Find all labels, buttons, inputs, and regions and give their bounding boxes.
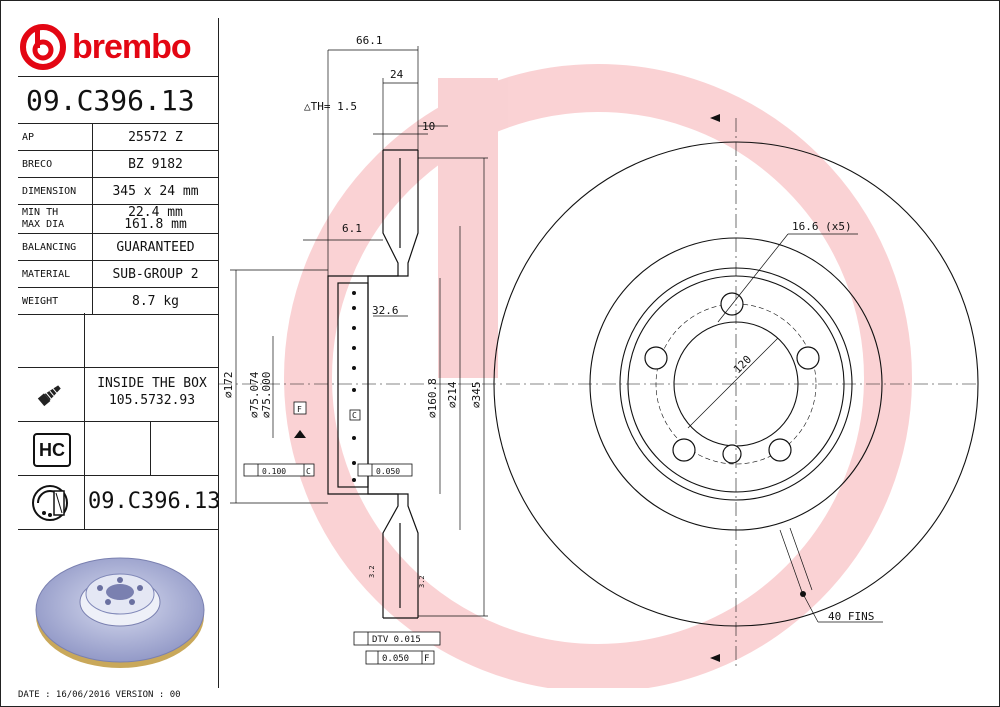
dim-d214: ⌀214 xyxy=(446,381,459,408)
spec-key: BALANCING xyxy=(18,233,93,261)
hc-row: HC xyxy=(18,421,218,476)
dim-d172: ⌀172 xyxy=(222,372,235,399)
spec-key-max-dia: MAX DIA xyxy=(22,219,65,230)
dim-ten: 10 xyxy=(422,120,435,133)
flatness-value-2: 0.050 xyxy=(376,467,400,476)
part-number-secondary: 09.C396.13 xyxy=(88,489,221,514)
dim-pcd: 120 xyxy=(731,353,754,376)
section-bolt-marks xyxy=(352,291,356,482)
datum-f-label: F xyxy=(297,405,302,414)
disc-render-image xyxy=(35,557,205,668)
spec-key: BRECO xyxy=(18,150,93,178)
flatness-ref-1: C xyxy=(306,467,311,476)
inside-box-part: 105.5732.93 xyxy=(108,393,196,408)
info-panel xyxy=(18,18,219,688)
spec-key: AP xyxy=(18,124,93,151)
dim-d75b: ⌀75.000 xyxy=(260,372,273,418)
spec-value: 345 x 24 mm xyxy=(92,177,218,205)
fin-detail xyxy=(779,527,883,623)
spec-value: 8.7 kg xyxy=(92,287,218,315)
spec-value-max-dia: 161.8 mm xyxy=(124,217,187,232)
dim-six: 6.1 xyxy=(342,222,362,235)
bolt-holes xyxy=(644,292,820,464)
top-dimensions xyxy=(303,46,448,317)
bottom-frames xyxy=(353,631,441,665)
roughness-mark-left: 3.2 xyxy=(368,565,376,578)
disc-section-icon xyxy=(32,485,68,521)
screw-icon xyxy=(37,385,61,407)
flatness-frames xyxy=(243,463,413,477)
inside-box-row: INSIDE THE BOX 105.5732.93 xyxy=(18,367,218,422)
arrow-top xyxy=(710,114,720,122)
datum-c-label: C xyxy=(352,411,357,420)
inside-box-text: INSIDE THE BOX 105.5732.93 xyxy=(88,375,216,409)
spec-key: MATERIAL xyxy=(18,260,93,288)
datum-f-triangle xyxy=(294,430,306,438)
spec-value-min-th: 22.4 mm xyxy=(128,205,183,220)
spec-value: BZ 9182 xyxy=(92,150,218,178)
spec-key: WEIGHT xyxy=(18,287,93,315)
dim-hat-depth: 32.6 xyxy=(372,304,399,317)
brand-logo: brembo xyxy=(18,22,218,72)
section-view xyxy=(327,149,419,619)
spec-value: GUARANTEED xyxy=(92,233,218,261)
dim-overall-width: 66.1 xyxy=(356,34,383,47)
dim-d345: ⌀345 xyxy=(470,382,483,409)
diameter-dimensions xyxy=(230,157,488,617)
holes-leader xyxy=(717,233,789,323)
dim-th-tolerance: △TH= 1.5 xyxy=(304,100,357,113)
brembo-logo-icon xyxy=(20,24,66,70)
dtv-value: DTV 0.015 xyxy=(372,635,421,645)
dim-d75: ⌀75.074 xyxy=(248,371,261,418)
runout-ref: F xyxy=(424,654,429,664)
dim-holes: 16.6 (x5) xyxy=(792,220,852,233)
spec-value: SUB-GROUP 2 xyxy=(92,260,218,288)
part-number-title: 09.C396.13 xyxy=(18,76,218,124)
runout-value: 0.050 xyxy=(382,654,409,664)
inside-box-label: INSIDE THE BOX xyxy=(97,376,207,391)
brand-name: brembo xyxy=(72,27,192,66)
dim-thickness: 24 xyxy=(390,68,404,81)
spec-key: DIMENSION xyxy=(18,177,93,205)
footer-date-version: DATE : 16/06/2016 VERSION : 00 xyxy=(18,690,181,700)
blank-row xyxy=(18,313,218,368)
dim-fins: 40 FINS xyxy=(828,610,874,623)
dim-d160: ⌀160.8 xyxy=(426,378,439,418)
part-number-row: 09.C396.13 xyxy=(18,475,221,530)
technical-drawing: 66.1 24 △TH= 1.5 10 6.1 32.6 ⌀172 ⌀75.07… xyxy=(218,34,979,688)
roughness-mark-right: 3.2 xyxy=(418,575,426,588)
datum-f-box xyxy=(293,401,307,415)
pcd-leader xyxy=(687,337,779,429)
spec-value: 25572 Z xyxy=(92,124,218,151)
brand-watermark xyxy=(284,64,912,688)
arrow-bottom xyxy=(710,654,720,662)
hc-badge-icon: HC xyxy=(33,433,71,467)
datum-c-box xyxy=(349,409,361,421)
spec-key-min-th: MIN TH xyxy=(22,207,59,218)
flatness-value-1: 0.100 xyxy=(262,467,286,476)
fin-marker xyxy=(800,591,806,597)
